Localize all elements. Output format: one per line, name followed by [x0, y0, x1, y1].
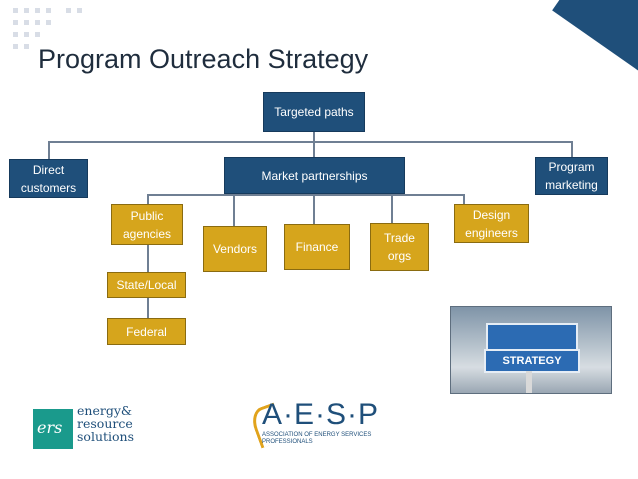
ers-word-2: resource	[77, 416, 133, 431]
node-targeted-paths: Targeted paths	[263, 92, 365, 132]
node-direct-customers: Direct customers	[9, 159, 88, 198]
connector-design	[463, 194, 465, 204]
strategy-sign-label: STRATEGY	[484, 349, 580, 373]
connector-federal	[147, 298, 149, 318]
node-finance: Finance	[284, 224, 350, 270]
ers-word-3: solutions	[77, 429, 135, 444]
node-trade-orgs: Trade orgs	[370, 223, 429, 271]
aesp-logo-mark: A·E·S·P	[262, 398, 380, 431]
connector-finance	[313, 194, 315, 224]
connector-market	[313, 141, 315, 157]
connector-vendors	[233, 194, 235, 226]
node-federal: Federal	[107, 318, 186, 345]
aesp-logo-subtitle: ASSOCIATION OF ENERGY SERVICES PROFESSIO…	[262, 432, 372, 445]
ers-logo-mark	[33, 409, 73, 449]
node-market-partnerships: Market partnerships	[224, 157, 405, 194]
slide-title: Program Outreach Strategy	[38, 44, 369, 74]
connector-trade	[391, 194, 393, 223]
strategy-sign-photo: STRATEGY	[450, 306, 612, 394]
node-program-marketing: Program marketing	[535, 157, 608, 195]
connector-partners-bar	[147, 194, 464, 196]
connector-level1-bar	[48, 141, 572, 143]
connector-direct	[48, 141, 50, 159]
connector-public	[147, 194, 149, 204]
connector-state	[147, 245, 149, 272]
node-vendors: Vendors	[203, 226, 267, 272]
node-public-agencies: Public agencies	[111, 204, 183, 245]
connector-root-down	[313, 132, 315, 142]
sign-pole	[526, 371, 532, 393]
node-design-engineers: Design engineers	[454, 204, 529, 243]
ers-word-1: energy&	[77, 403, 133, 418]
arrow-sign-graphic	[486, 323, 578, 353]
corner-accent	[552, 0, 638, 74]
connector-program	[571, 141, 573, 157]
ers-logo-mark-text: ers	[37, 418, 63, 437]
node-state-local: State/Local	[107, 272, 186, 298]
ers-logo-wordmark: energy& resource solutions	[77, 404, 134, 443]
